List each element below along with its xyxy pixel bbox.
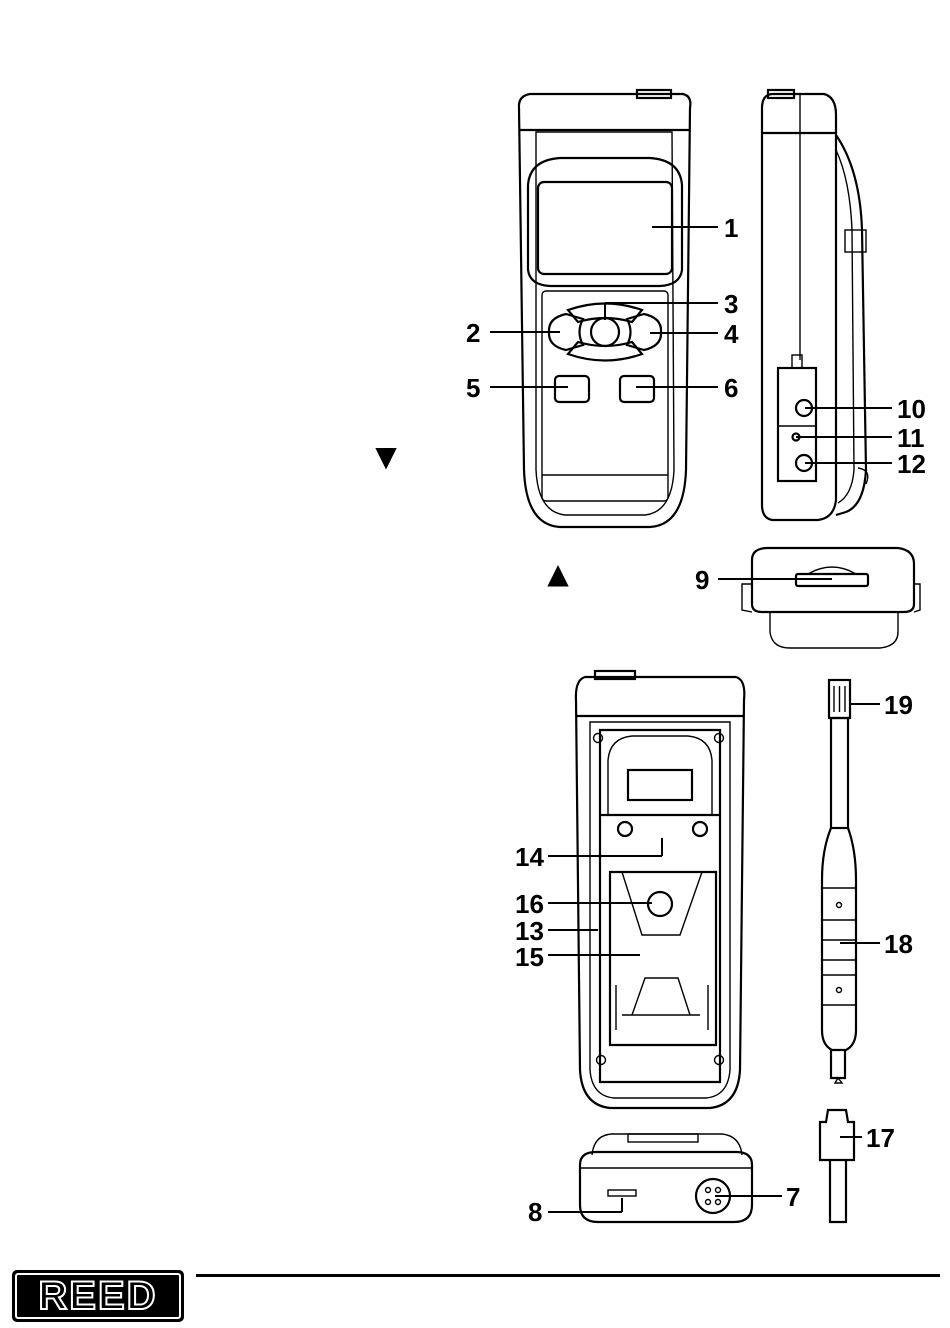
down-arrow-icon: ▼ — [375, 440, 397, 473]
footer-rule — [196, 1274, 940, 1277]
callout-4: 4 — [724, 319, 739, 349]
callout-19: 19 — [884, 690, 913, 720]
callout-14: 14 — [515, 842, 544, 872]
callout-2: 2 — [466, 318, 480, 348]
callout-numbers: 1 2 3 4 5 6 7 8 9 10 11 12 13 14 15 16 1… — [466, 213, 926, 1227]
callout-7: 7 — [786, 1182, 800, 1212]
top-view — [742, 548, 920, 648]
function-button-left — [555, 376, 589, 402]
lcd-display — [538, 182, 672, 274]
battery-cover — [600, 730, 720, 1082]
tripod-stand — [610, 872, 716, 1045]
callout-12: 12 — [897, 449, 926, 479]
callout-17: 17 — [866, 1123, 895, 1153]
lcd-display-bezel — [528, 158, 682, 286]
callout-5: 5 — [466, 373, 480, 403]
usb-port — [608, 1190, 636, 1196]
callout-6: 6 — [724, 373, 738, 403]
cover-screw-right — [693, 822, 707, 836]
cover-screw-left — [618, 822, 632, 836]
down-button — [568, 342, 642, 361]
callout-3: 3 — [724, 289, 738, 319]
probe-connector-plug — [820, 1110, 854, 1160]
reed-logo: REED — [12, 1270, 184, 1322]
bottom-view — [580, 1134, 752, 1222]
humidity-probe — [820, 680, 856, 1222]
back-view — [576, 671, 744, 1108]
function-button-right — [620, 376, 654, 402]
reed-logo-text: REED — [38, 1276, 157, 1316]
callout-10: 10 — [897, 394, 926, 424]
label-window — [628, 770, 692, 800]
callout-8: 8 — [528, 1197, 542, 1227]
callout-9: 9 — [695, 565, 709, 595]
power-button — [591, 318, 619, 346]
callout-16: 16 — [515, 889, 544, 919]
up-arrow-icon: ▲ — [547, 557, 569, 590]
callout-18: 18 — [884, 929, 913, 959]
side-view — [762, 90, 868, 520]
callout-15: 15 — [515, 942, 544, 972]
callout-1: 1 — [724, 213, 738, 243]
